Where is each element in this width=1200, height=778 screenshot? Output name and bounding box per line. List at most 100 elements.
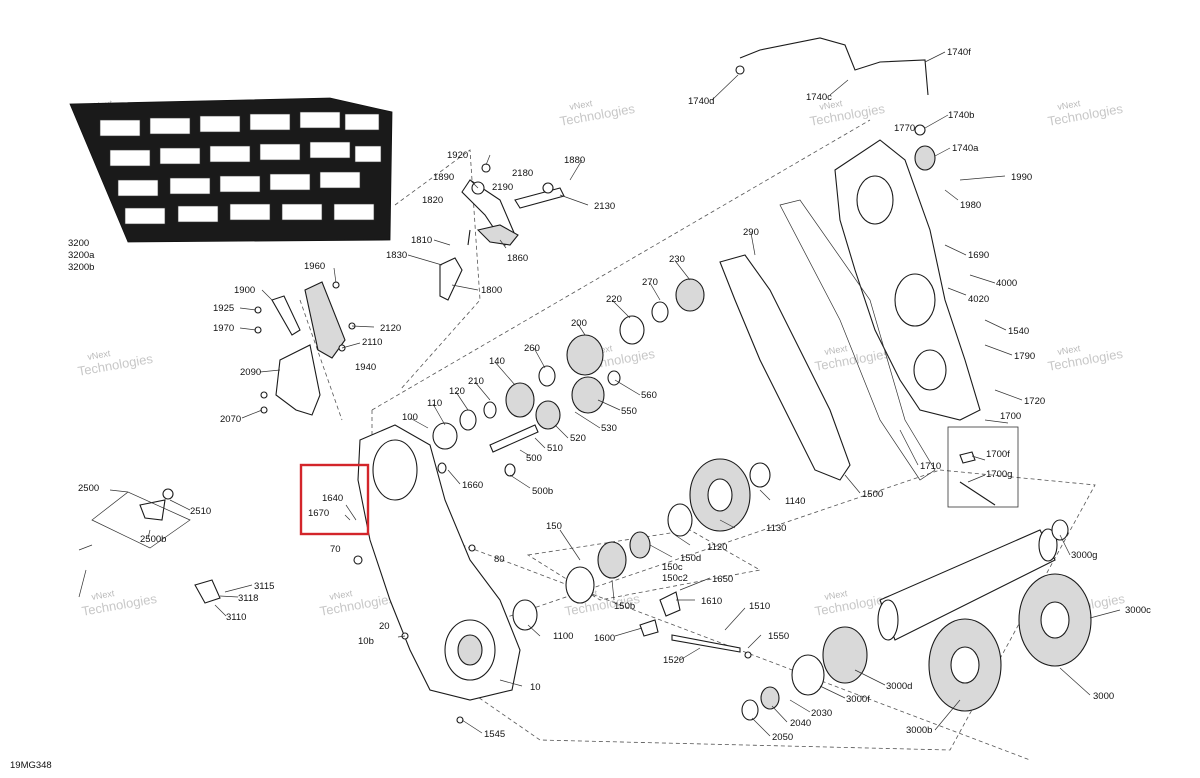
watermark-line1: vNext bbox=[824, 343, 849, 357]
label-270: 270 bbox=[642, 277, 658, 288]
watermark-line1: vNext bbox=[824, 588, 849, 602]
skid-plate-panel bbox=[69, 97, 393, 243]
label-1690: 1690 bbox=[968, 250, 989, 261]
label-200: 200 bbox=[571, 318, 587, 329]
label-150: 150 bbox=[546, 521, 562, 532]
label-4000: 4000 bbox=[996, 278, 1017, 289]
label-500: 500 bbox=[526, 453, 542, 464]
gearbox-housing-left bbox=[357, 424, 521, 701]
label-70: 70 bbox=[330, 544, 341, 555]
label-2190: 2190 bbox=[492, 182, 513, 193]
label-1550: 1550 bbox=[768, 631, 789, 642]
label-2040: 2040 bbox=[790, 718, 811, 729]
watermark-line1: vNext bbox=[819, 98, 844, 112]
watermark: vNext Technologies bbox=[559, 98, 637, 129]
label-1970: 1970 bbox=[213, 323, 234, 334]
label-510: 510 bbox=[547, 443, 563, 454]
label-1660: 1660 bbox=[462, 480, 483, 491]
label-1540: 1540 bbox=[1008, 326, 1029, 337]
label-2510: 2510 bbox=[190, 506, 211, 517]
label-1890: 1890 bbox=[433, 172, 454, 183]
label-1810: 1810 bbox=[411, 235, 432, 246]
sub-assembly-box-2500 bbox=[91, 491, 191, 549]
watermark: vNext Technologies bbox=[1047, 343, 1125, 374]
label-2070: 2070 bbox=[220, 414, 241, 425]
label-1980: 1980 bbox=[960, 200, 981, 211]
label-1740a: 1740a bbox=[952, 143, 979, 154]
label-1740f: 1740f bbox=[947, 47, 971, 58]
label-10: 10 bbox=[530, 682, 541, 693]
label-290: 290 bbox=[743, 227, 759, 238]
label-1140: 1140 bbox=[785, 496, 805, 507]
label-1925: 1925 bbox=[213, 303, 234, 314]
highlight-box bbox=[299, 463, 370, 536]
label-80: 80 bbox=[494, 554, 505, 565]
label-150b: 150b bbox=[614, 601, 635, 612]
label-1880: 1880 bbox=[564, 155, 585, 166]
label-210: 210 bbox=[468, 376, 484, 387]
label-230: 230 bbox=[669, 254, 685, 265]
label-3110: 3110 bbox=[226, 612, 246, 623]
label-1710: 1710 bbox=[920, 461, 941, 472]
label-2110: 2110 bbox=[362, 337, 382, 348]
label-1720: 1720 bbox=[1024, 396, 1045, 407]
label-1700g: 1700g bbox=[986, 469, 1012, 480]
label-1700f: 1700f bbox=[986, 449, 1010, 460]
label-1920: 1920 bbox=[447, 150, 468, 161]
label-3000g: 3000g bbox=[1071, 550, 1097, 561]
bracket-assembly bbox=[254, 281, 356, 416]
label-150c2: 150c2 bbox=[662, 573, 688, 584]
label-3200: 3200 bbox=[68, 238, 89, 249]
label-140: 140 bbox=[489, 356, 505, 367]
label-2030: 2030 bbox=[811, 708, 832, 719]
watermark-line1: vNext bbox=[87, 348, 112, 362]
label-10b: 10b bbox=[358, 636, 374, 647]
sub-assembly-box-1700 bbox=[947, 426, 1019, 508]
label-150d: 150d bbox=[680, 553, 701, 564]
label-1500: 1500 bbox=[862, 489, 883, 500]
label-1510: 1510 bbox=[749, 601, 770, 612]
label-100: 100 bbox=[402, 412, 418, 423]
label-1770: 1770 bbox=[894, 123, 915, 134]
drive-chain bbox=[719, 199, 936, 481]
watermark-line1: vNext bbox=[329, 588, 354, 602]
part-labels: 3200 3200a 3200b 1920 1890 1820 1810 183… bbox=[68, 47, 1151, 743]
label-150c: 150c bbox=[662, 562, 683, 573]
label-1100: 1100 bbox=[553, 631, 573, 642]
watermark: vNext Technologies bbox=[319, 588, 397, 619]
label-1120: 1120 bbox=[707, 542, 727, 553]
label-2050: 2050 bbox=[772, 732, 793, 743]
label-2180: 2180 bbox=[512, 168, 533, 179]
label-120: 120 bbox=[449, 386, 465, 397]
label-2500: 2500 bbox=[78, 483, 99, 494]
label-2130: 2130 bbox=[594, 201, 615, 212]
label-20: 20 bbox=[379, 621, 390, 632]
label-1800: 1800 bbox=[481, 285, 502, 296]
label-1990: 1990 bbox=[1011, 172, 1032, 183]
label-1820: 1820 bbox=[422, 195, 443, 206]
label-520: 520 bbox=[570, 433, 586, 444]
label-1520: 1520 bbox=[663, 655, 684, 666]
label-1650: 1650 bbox=[712, 574, 733, 585]
label-1960: 1960 bbox=[304, 261, 325, 272]
figure-code: 19MG348 bbox=[10, 760, 52, 771]
label-1740d: 1740d bbox=[688, 96, 714, 107]
label-1670: 1670 bbox=[308, 508, 329, 519]
watermark-line1: vNext bbox=[1057, 98, 1082, 112]
label-1700: 1700 bbox=[1000, 411, 1021, 422]
label-3000: 3000 bbox=[1093, 691, 1114, 702]
label-1610: 1610 bbox=[701, 596, 722, 607]
label-1640: 1640 bbox=[322, 493, 343, 504]
label-1740b: 1740b bbox=[948, 110, 974, 121]
label-1740c: 1740c bbox=[806, 92, 832, 103]
label-110: 110 bbox=[427, 398, 442, 409]
label-500b: 500b bbox=[532, 486, 553, 497]
driven-gear-group bbox=[512, 458, 771, 659]
watermark-line1: vNext bbox=[1057, 343, 1082, 357]
label-1940: 1940 bbox=[355, 362, 376, 373]
watermark: vNext Technologies bbox=[814, 343, 892, 374]
label-1860: 1860 bbox=[507, 253, 528, 264]
drive-axle-assembly bbox=[741, 519, 1092, 721]
label-3115: 3115 bbox=[254, 581, 274, 592]
